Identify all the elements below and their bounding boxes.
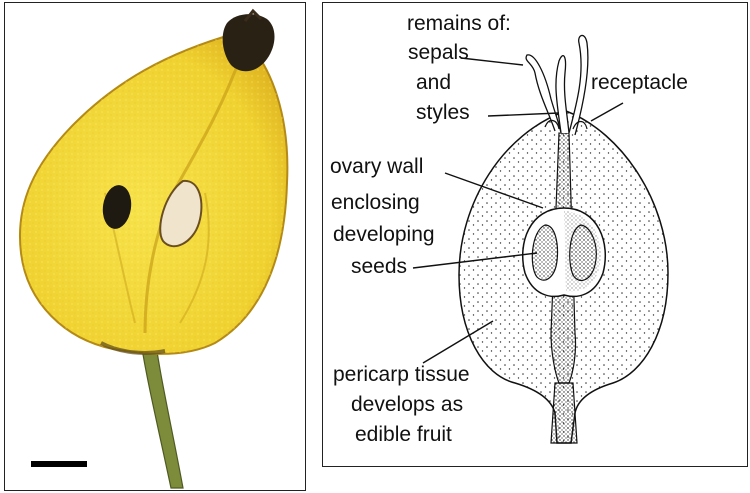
label-ovary-wall-2: enclosing — [331, 191, 420, 215]
photo-panel — [4, 2, 306, 491]
label-pericarp-2: develops as — [351, 393, 463, 417]
label-and: and — [416, 71, 451, 95]
calyx-remains — [223, 14, 275, 71]
label-receptacle: receptacle — [591, 71, 688, 95]
scale-bar — [31, 461, 87, 467]
label-remains-of: remains of: — [407, 12, 511, 36]
diagram-panel: remains of: sepals and styles receptacle… — [322, 2, 748, 467]
label-ovary-wall-4: seeds — [351, 255, 407, 279]
label-styles: styles — [416, 101, 470, 125]
label-ovary-wall-3: developing — [333, 223, 435, 247]
label-ovary-wall-1: ovary wall — [330, 155, 423, 179]
label-pericarp-3: edible fruit — [355, 423, 452, 447]
label-sepals: sepals — [408, 41, 469, 65]
label-pericarp-1: pericarp tissue — [333, 363, 470, 387]
halved-fruit-photo — [5, 3, 305, 490]
